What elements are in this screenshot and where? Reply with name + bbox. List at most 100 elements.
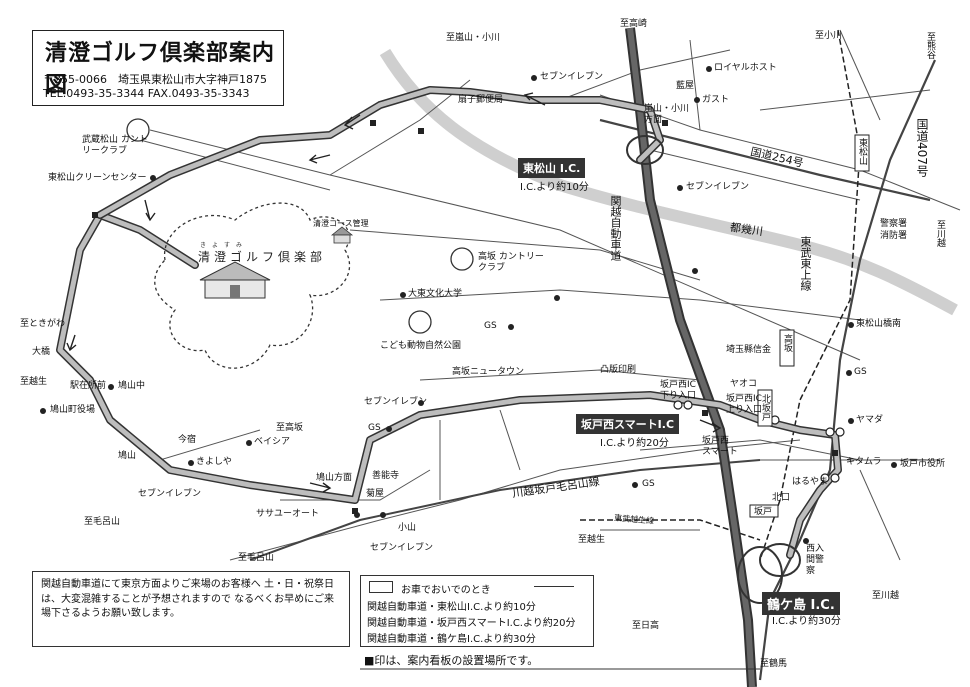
to-kawagoe-se: 至川越 [872, 591, 900, 601]
hatoyama-signal: 鳩山 [118, 451, 137, 461]
maintenance-building-icon [330, 226, 354, 244]
poi-dot [400, 292, 406, 298]
route-407-label: 国道407号 [915, 118, 929, 177]
poi-dot [706, 66, 712, 72]
musashi-cc-circle [126, 118, 150, 142]
club-house-icon [199, 261, 271, 299]
higashimatsuyama-station: 東松山 [857, 138, 867, 165]
sakado-smart: 坂戸西 スマート [702, 436, 738, 457]
ic-sakadonishi-time: I.C.より約20分 [600, 438, 669, 449]
expressway-label: 関越自動車道 [609, 195, 622, 261]
signboards [92, 120, 838, 514]
signboard-footnote: ■印は、案内看板の設置場所です。 [364, 654, 539, 667]
sasa-auto: ササユーオート [256, 509, 320, 519]
recommended-route [56, 86, 842, 559]
notes-text: 関越自動車道にて東京方面よりご来場のお客様へ 土・日・祝祭日は、大変混雑すること… [41, 579, 334, 619]
station-boxes [749, 134, 870, 518]
saitama-bank: 埼玉縣信金 [726, 345, 772, 355]
title-box: 清澄ゴルフ倶楽部案内図 〒355-0066 埼玉県東松山市大字神戸1875 TE… [32, 30, 284, 106]
takasaka-station: 高坂 [782, 334, 792, 352]
seven-eleven-west: セブンイレブン [138, 489, 202, 499]
maintenance-label: 清澄コース管理 [313, 219, 369, 228]
ekizaisho: 駅在所前 [70, 381, 107, 391]
musashi-cc-label: 武蔵松山 カントリークラブ [82, 135, 148, 156]
kitaguchi: 北口 [772, 493, 791, 503]
fire-station: 消防署 [880, 231, 908, 241]
ic-higashimatsuyama-time: I.C.より約10分 [520, 182, 589, 193]
poi-dot [40, 408, 46, 414]
yamada: ヤマダ [856, 415, 884, 425]
seven-eleven-mid: セブンイレブン [364, 397, 428, 407]
route-arrows [66, 92, 722, 493]
kikuya: 菊屋 [366, 489, 385, 499]
poi-dot [108, 384, 114, 390]
tosho-print: 凸版印刷 [600, 365, 637, 375]
poi-dot [846, 370, 852, 376]
seven-eleven-north: セブンイレブン [540, 72, 604, 82]
legend-route-swatch [369, 581, 393, 593]
kodomo-park-label: こども動物自然公園 [380, 341, 462, 351]
royal-host: ロイヤルホスト [714, 63, 777, 73]
ic-loops [626, 135, 801, 604]
to-tsurumagaya: 至鶴馬 [760, 659, 788, 669]
club-name-ruby: きよすみ [200, 242, 249, 249]
to-hidaka: 至日高 [632, 621, 660, 631]
takasaka-cc-circle [450, 247, 474, 271]
poi-dot [803, 538, 809, 544]
clean-center-label: 東松山クリーンセンター [48, 173, 147, 183]
to-ogose-w: 至越生 [20, 377, 48, 387]
ranzan-ogawa-direction: 嵐山・小川 方面 [644, 104, 690, 125]
poi-dot [891, 462, 897, 468]
seven-eleven-south: セブンイレブン [370, 543, 434, 553]
higashimatsuyama-bridge: 東松山橋南 [856, 319, 902, 329]
legend-row-2: 関越自動車道・坂戸西スマートI.C.より約20分 [367, 618, 576, 629]
gs-1: GS [484, 321, 497, 331]
to-takasaki: 至高崎 [620, 19, 648, 29]
gs-4: GS [642, 479, 655, 489]
to-ogawa: 至小川 [815, 31, 843, 41]
legend-box: お車でおいでのとき 関越自動車道・東松山I.C.より約10分 関越自動車道・坂戸… [360, 575, 594, 647]
poi-dot [354, 512, 360, 518]
sakado-city-hall: 坂戸市役所 [900, 459, 946, 469]
poi-dot [188, 460, 194, 466]
sakadonishi-down-entrance: 坂戸西IC 下り入口 [660, 380, 697, 401]
seven-eleven-ic: セブンイレブン [686, 182, 750, 192]
river-toki [379, 48, 958, 316]
ic-sakadonishi-tag: 坂戸西スマートI.C [576, 414, 680, 434]
poi-dot [554, 295, 560, 301]
to-ranzan-ogawa: 至嵐山・小川 [446, 33, 501, 43]
sakado-station: 坂戸 [754, 507, 773, 517]
ic-entrance-markers [673, 400, 845, 483]
to-takasaka: 至高坂 [276, 423, 304, 433]
to-kumagaya: 至熊谷 [925, 32, 935, 59]
poi-dot [386, 426, 392, 432]
to-moroyama-w: 至毛呂山 [84, 517, 121, 527]
poi-dot [418, 400, 424, 406]
gs-3: GS [368, 423, 381, 433]
poi-dot [508, 324, 514, 330]
poi-dot [677, 185, 683, 191]
club-address: 〒355-0066 埼玉県東松山市大字神戸1875 [43, 73, 267, 86]
kitasakado-station: 北坂戸 [760, 394, 770, 421]
hatoyama-town-hall: 鳩山町役場 [50, 405, 96, 415]
legend-line [534, 586, 574, 587]
poi-dot [694, 97, 700, 103]
poi-dot [632, 482, 638, 488]
ranzan-mark: 藍屋 [676, 81, 695, 91]
imajuku: 今宿 [178, 435, 197, 445]
sakadonishi-up-entrance: 坂戸西IC 上り入口 [726, 394, 763, 415]
daito-university: 大東文化大学 [408, 289, 463, 299]
poi-dot [150, 175, 156, 181]
zennoji: 善能寺 [372, 471, 400, 481]
ic-tsurugashima-time: I.C.より約30分 [772, 616, 841, 627]
legend-row-1: 関越自動車道・東松山I.C.より約10分 [367, 602, 536, 613]
kodomo-park-circle [408, 310, 432, 334]
beisia: ベイシア [254, 437, 291, 447]
poi-dot [692, 268, 698, 274]
takasaka-newtown: 高坂ニュータウン [452, 367, 525, 377]
ic-tsurugashima-tag: 鶴ケ島 I.C. [762, 592, 840, 615]
busan-post-office: 扇子郵便局 [458, 95, 504, 105]
to-kawagoe-ne: 至川越 [935, 220, 945, 247]
